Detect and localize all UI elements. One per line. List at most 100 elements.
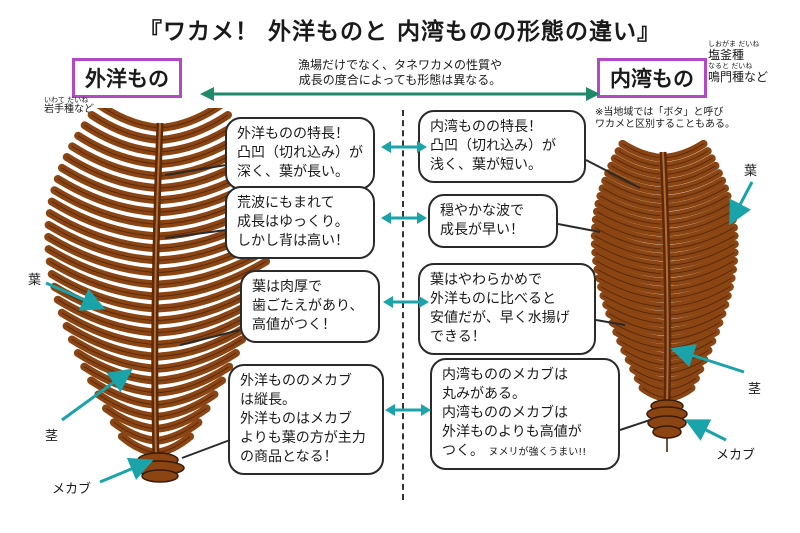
bubble-line: 内湾もののメカブは	[442, 367, 568, 383]
right-mekabu-label: メカブ	[716, 448, 756, 463]
kelp-frond-edge	[598, 277, 666, 300]
bubble-text: つく。	[442, 443, 484, 459]
banner-line-1: 漁場だけでなく、タネワカメの性質や	[297, 58, 502, 72]
kelp-frond-edge	[596, 211, 665, 233]
kelp-frond-edge	[597, 269, 666, 291]
bubble-line: 歯ごたえがあり、	[252, 298, 364, 314]
kelp-frond-edge	[51, 201, 159, 237]
kelp-frond-edge	[664, 243, 736, 267]
kelp-frond-edge	[595, 260, 666, 283]
bubble-line: 穏やかな波で	[440, 203, 524, 219]
inner-bay-bubble-2: 穏やかな波で 成長が早い！	[428, 194, 558, 248]
bubble-line: しかし背は高い！	[237, 233, 349, 249]
kelp-frond-edge	[66, 156, 160, 189]
kelp-frond-edge	[609, 313, 666, 333]
bubble-line: 成長はゆっくり。	[237, 214, 349, 230]
kelp-frond-edge	[664, 211, 732, 233]
bubble-line: つく。 ヌメリが強くうまい!!	[442, 442, 608, 462]
note: ※当地域では「ボタ」と呼び ワカメと区別することもある。	[595, 107, 795, 131]
center-divider	[402, 110, 404, 500]
right-leaf-label: 葉	[744, 164, 758, 179]
kelp-frond-edge	[665, 295, 728, 316]
kelp-frond-edge	[600, 286, 666, 308]
left-mekabu-label: メカブ	[52, 482, 92, 497]
bubble-line: 外洋ものよりも高値が	[442, 424, 582, 440]
bubble-line: 葉は肉厚で	[252, 279, 322, 295]
left-region-text: 岩手種など	[44, 104, 94, 115]
kelp-frond-edge	[48, 248, 159, 285]
offshore-bubble-1: 外洋ものの特長！ 凸凹（切れ込み）が 深く、葉が長い。	[225, 117, 375, 190]
inner-bay-tag: 内湾もの	[597, 58, 707, 98]
bubble-line: 深く、葉が長い。	[237, 164, 349, 180]
kelp-frond-edge	[595, 252, 665, 275]
kelp-frond-edge	[664, 227, 735, 250]
right-stem-label: 茎	[748, 382, 762, 397]
kelp-frond-edge	[602, 187, 664, 209]
bubble-line: 外洋もののメカブ	[240, 373, 352, 389]
kelp-frond-edge	[663, 172, 720, 192]
bubble-line: 凸凹（切れ込み）が	[237, 145, 363, 161]
bubble-line: 高値がつく！	[252, 317, 336, 333]
inner-bay-bubble-1: 内湾ものの特長！ 凸凹（切れ込み）が 浅く、葉が短い。	[418, 110, 586, 183]
kelp-frond-edge	[159, 108, 217, 129]
bubble-line: できる！	[430, 329, 486, 345]
kelp-frond-edge	[600, 195, 664, 217]
inner-bay-bubble-3: 葉はやわらかめで 外洋ものに比べると 安値だが、早く水揚げ できる！	[418, 263, 596, 355]
kelp-frond-edge	[663, 187, 726, 209]
left-region: いわて だいね 岩手種など	[44, 96, 94, 116]
kelp-frond-edge	[664, 219, 734, 242]
kelp-frond-edge	[156, 421, 199, 442]
kelp-frond-edge	[156, 380, 223, 406]
kelp-frond-edge	[77, 135, 160, 165]
kelp-frond-edge	[84, 124, 160, 153]
kelp-frond-edge	[664, 203, 730, 225]
left-leaf-label: 葉	[28, 273, 42, 288]
inner-bay-bubble-4: 内湾もののメカブは 丸みがある。 内湾もののメカブは 外洋ものよりも高値が つく…	[430, 358, 620, 470]
kelp-frond-edge	[594, 243, 665, 267]
kelp-frond-edge	[157, 261, 267, 298]
left-stem-label: 茎	[45, 429, 59, 444]
kelp-frond-edge	[594, 227, 665, 250]
kelp-frond-edge	[156, 366, 230, 394]
kelp-frond-edge	[66, 325, 158, 358]
inner-bay-mekabu	[646, 399, 688, 452]
kelp-frond-edge	[54, 189, 159, 225]
kelp-frond-edge	[665, 260, 735, 283]
bubble-line: 内湾ものの特長！	[430, 119, 542, 135]
bubble-line: 内湾もののメカブは	[442, 405, 568, 421]
kelp-frond-edge	[665, 277, 732, 300]
kelp-frond-edge	[595, 219, 665, 242]
kelp-frond-edge	[664, 252, 735, 275]
kelp-frond-edge	[663, 180, 723, 200]
bubble-line: よりも葉の方が主力	[240, 430, 366, 446]
bubble-aside: ヌメリが強くうまい!!	[488, 447, 587, 458]
right-region-ruby-2: なると だいね	[708, 62, 753, 70]
kelp-frond-edge	[603, 295, 666, 316]
banner-text: 漁場だけでなく、タネワカメの性質や 成長の度合によっても形態は異なる。	[250, 58, 550, 88]
bubble-line: 安値だが、早く水揚げ	[430, 310, 570, 326]
left-region-ruby: いわて だいね	[44, 96, 89, 104]
kelp-frond-edge	[71, 339, 158, 370]
offshore-bubble-2: 荒波にもまれて 成長はゆっくり。 しかし背は高い！	[225, 186, 375, 259]
kelp-frond-edge	[156, 407, 207, 430]
offshore-bubble-4: 外洋もののメカブ は縦長。 外洋ものはメカブ よりも葉の方が主力 の商品となる！	[228, 364, 384, 475]
kelp-frond-edge	[616, 331, 667, 349]
offshore-mekabu	[131, 452, 185, 483]
kelp-frond-edge	[156, 393, 215, 418]
kelp-frond-edge	[91, 114, 160, 141]
right-region: しおがま だいね 塩釜種 なると だいね 鳴門種など	[708, 40, 788, 84]
bubble-line: 凸凹（切れ込み）が	[430, 138, 556, 154]
bubble-line: 浅く、葉が短い。	[430, 157, 542, 173]
kelp-frond-edge	[49, 261, 158, 298]
note-line-1: ※当地域では「ボタ」と呼び	[595, 107, 724, 118]
kelp-frond-edge	[664, 235, 735, 258]
bubble-line: 外洋ものに比べると	[430, 291, 556, 307]
comparison-arrow	[200, 87, 600, 101]
kelp-frond-edge	[61, 167, 160, 201]
note-line-2: ワカメと区別することもある。	[595, 119, 735, 130]
bubble-line: 丸みがある。	[442, 386, 526, 402]
right-region-text-2: 鳴門種など	[708, 70, 769, 84]
pair-arrow-3	[383, 296, 429, 308]
kelp-frond-edge	[71, 145, 160, 177]
kelp-frond-edge	[103, 108, 161, 129]
